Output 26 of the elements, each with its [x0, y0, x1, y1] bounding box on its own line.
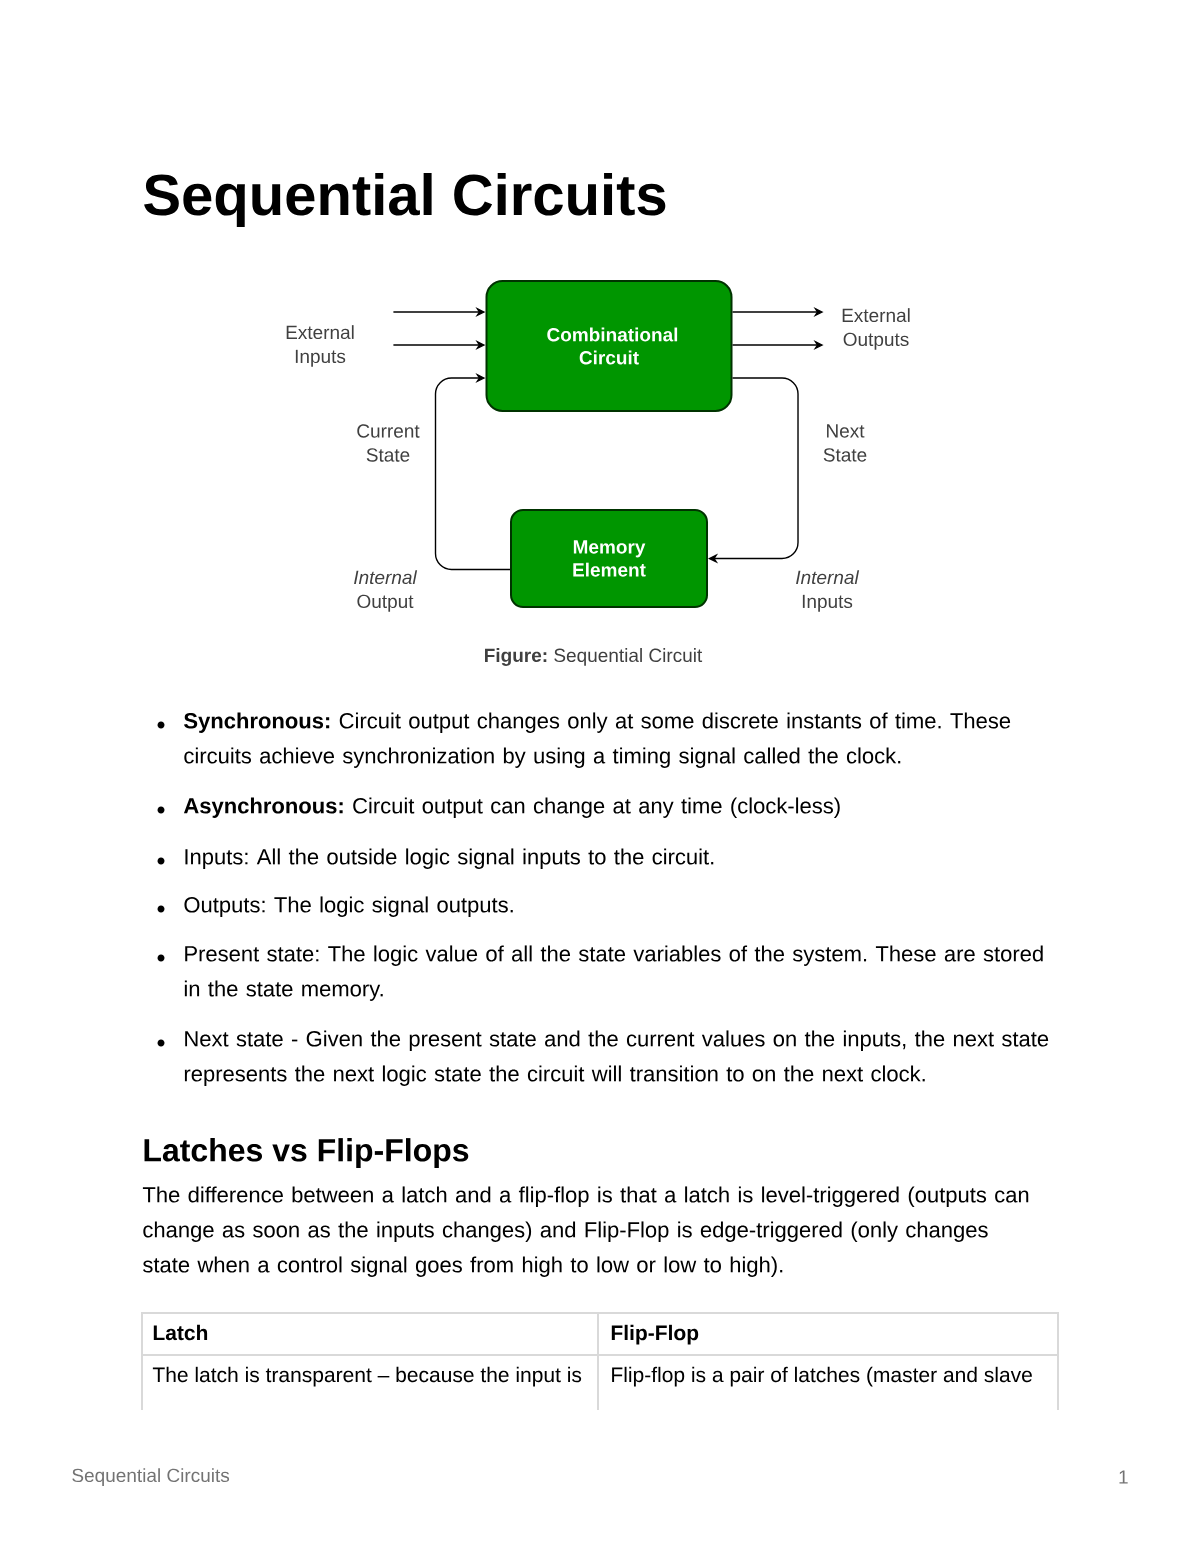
table-cell: Latch: [153, 1324, 208, 1341]
process-box: Memory Element: [510, 509, 708, 608]
edge-label: Next State: [823, 424, 867, 462]
section-heading: Latches vs Flip-Flops: [144, 1138, 469, 1168]
figure-caption: Figure: Sequential Circuit: [485, 648, 703, 666]
state-label: Internal Inputs: [796, 570, 860, 612]
bullet-text: Outputs: The logic signal outputs.: [184, 896, 513, 917]
page-number: 1: [1119, 1470, 1128, 1484]
arrow: [434, 372, 511, 571]
bullet-text: Synchronous: Circuit output changes only at some discrete instants of time. These circuits achieve synchronization by using a timing signal called the clock.: [184, 712, 1011, 768]
io-label: External Inputs: [286, 325, 354, 367]
io-label: External Outputs: [842, 308, 910, 350]
arrow: [708, 377, 799, 564]
bullet-text: Present state: The logic value of all the state variables of the system. These are stored in the state memory.: [184, 945, 1043, 1001]
bullet-text: Inputs: All the outside logic signal inputs to the circuit.: [185, 848, 714, 869]
edge-label: Current State: [357, 424, 420, 462]
process-box: Combinational Circuit: [485, 280, 733, 412]
table-cell: Flip-flop is a pair of latches (master and slave: [612, 1366, 1032, 1387]
state-label: Internal Output: [354, 570, 418, 612]
table-cell: Flip-Flop: [611, 1324, 699, 1345]
table-cell: The latch is transparent – because the input is: [152, 1366, 582, 1387]
paragraph: The difference between a latch and a flip-flop is that a latch is level-triggered (outputs can change as soon as the inputs changes) and Flip-Flop is edge-triggered (only changes state when a control signal goes from high to low or low to high).: [142, 1186, 1029, 1277]
bullet-text: Next state - Given the present state and the current values on the inputs, the next state represents the next logic state the circuit will transition to on the next clock.: [184, 1030, 1049, 1086]
title: Sequential Circuits: [144, 172, 666, 228]
footer-text: Sequential Circuits: [72, 1468, 230, 1486]
bullet-text: Asynchronous: Circuit output can change at any time (clock-less): [183, 797, 840, 818]
